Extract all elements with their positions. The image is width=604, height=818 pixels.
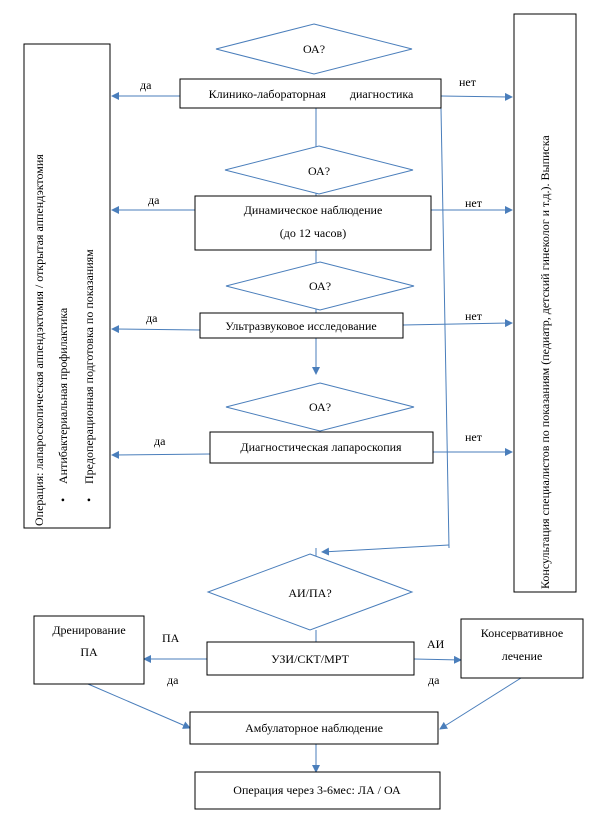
right-panel: Консультация специалистов по показаниям … [513,13,577,593]
edge-label-pa: ПА [162,631,180,645]
row4-yes-arrow [111,450,211,459]
edge-label-no-2: нет [465,196,483,210]
diamond-oa-3-label: ОА? [309,279,331,293]
left-panel: Операция: лапароскопическая аппендэктоми… [23,43,111,529]
edge-label-ai: АИ [427,637,445,651]
box-dynamic-observation: Динамическое наблюдение (до 12 часов) [194,195,432,251]
box-uzi-skt-mrt: УЗИ/СКТ/МРТ [206,641,415,676]
diamond-oa-2-label: ОА? [308,164,330,178]
edge-label-yes-2: да [148,193,160,207]
connectors [87,92,522,773]
right-trunk-line [440,107,450,549]
row3-yes-arrow [111,325,201,334]
box-drainage-line1: Дренирование [52,623,125,637]
left-panel-preparation-text: Предоперационная подготовка по показания… [82,249,96,484]
diamond-aipa-label: АИ/ПА? [288,586,331,600]
box-dynamic-observation-line1: Динамическое наблюдение [244,203,383,217]
left-panel-bullet-1: • [56,498,70,502]
box-conservative-line1: Консервативное [481,626,563,640]
row1-no-arrow [440,92,513,101]
edge-labels: да нет да нет да нет да нет ПА АИ да да [140,75,483,687]
box-diagnostic-laparoscopy-label: Диагностическая лапароскопия [240,440,402,454]
box-outpatient-observation: Амбулаторное наблюдение [189,711,439,745]
right-panel-consultation-text: Консультация специалистов по показаниям … [538,135,552,589]
box-operation: Операция через 3-6мес: ЛА / ОА [194,771,441,810]
box-drainage: Дренирование ПА [33,615,145,685]
diamond-oa-4-label: ОА? [309,400,331,414]
left-panel-antibacterial-text: Антибактериальная профилактика [56,307,70,484]
box-clinical-diagnostics-label: Клинико-лабораторная диагностика [209,87,414,101]
diamond-oa-3: ОА? [225,261,415,311]
box-uzi-skt-mrt-label: УЗИ/СКТ/МРТ [271,652,350,666]
box-outpatient-observation-label: Амбулаторное наблюдение [245,721,383,735]
box-ultrasound: Ультразвуковое исследование [199,312,404,339]
diamond-oa-1: ОА? [215,23,413,75]
drainage-to-outpatient-arrow [87,683,191,729]
box-conservative: Консервативное лечение [460,618,584,679]
diamond-oa-1-label: ОА? [303,42,325,56]
box-dynamic-observation-line2: (до 12 часов) [280,226,346,240]
edge-label-yes-1: да [140,78,152,92]
box-drainage-line2: ПА [80,645,98,659]
diamond-aipa: АИ/ПА? [206,553,414,631]
conservative-to-outpatient-arrow [439,677,522,730]
box-diagnostic-laparoscopy: Диагностическая лапароскопия [209,431,434,464]
box-conservative-line2: лечение [502,649,543,663]
box-operation-label: Операция через 3-6мес: ЛА / ОА [233,783,401,797]
ai-arrow [413,655,462,664]
box-clinical-diagnostics: Клинико-лабораторная диагностика [179,78,442,109]
edge-label-yes-right: да [428,673,440,687]
row3-no-arrow [402,319,513,328]
box-ultrasound-label: Ультразвуковое исследование [225,319,376,333]
edge-label-no-4: нет [465,430,483,444]
edge-label-yes-3: да [146,311,158,325]
left-panel-operation-text: Операция: лапароскопическая аппендэктоми… [32,154,46,526]
left-panel-bullet-2: • [82,498,96,502]
edge-label-no-1: нет [459,75,477,89]
trunk-merge-arrow [321,544,450,556]
edge-label-no-3: нет [465,309,483,323]
diamond-oa-4: ОА? [225,382,415,432]
edge-label-yes-left: да [167,673,179,687]
diamond-oa-2: ОА? [224,145,414,195]
edge-label-yes-4: да [154,434,166,448]
